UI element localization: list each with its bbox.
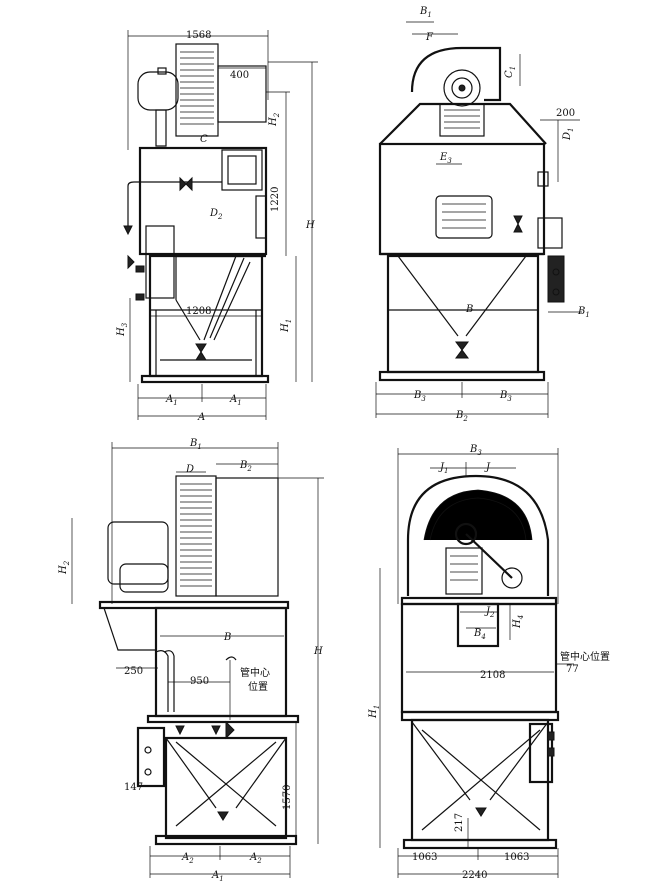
hopper (175, 254, 266, 341)
dim-D-bl: D (185, 464, 194, 475)
dim-1063-right: 1063 (504, 852, 529, 863)
main-body (138, 146, 268, 256)
dim-A1-right: A1 (229, 394, 242, 407)
dim-77: 77 (566, 664, 579, 675)
label-pipe-center-2: 位置 (248, 680, 268, 693)
dim-C1: C1 (504, 66, 517, 78)
dim-950: 950 (190, 676, 209, 687)
dim-A1-left: A1 (165, 394, 178, 407)
dim-E3: E3 (439, 152, 452, 165)
dim-A2-right: A2 (249, 852, 262, 865)
dim-B1-top: B1 (419, 6, 432, 19)
dim-B1-right: B1 (577, 306, 590, 319)
dim-J1: J1 (438, 462, 448, 475)
dim-B2-bl: B2 (239, 460, 252, 473)
dim-B3-left: B3 (413, 390, 426, 403)
fan-scroll (410, 46, 502, 137)
dim-J2: J2 (484, 606, 495, 619)
dim-H: H (305, 220, 315, 231)
body-bl (103, 606, 288, 718)
dim-B4: B4 (473, 628, 486, 641)
support-frame (140, 254, 270, 384)
dim-H2-bl: H2 (58, 560, 71, 575)
label-pipe-center-1: 管中心 (240, 666, 270, 679)
dim-400: 400 (230, 70, 249, 81)
dim-H1: H1 (280, 319, 293, 333)
dim-B-side: B (465, 304, 473, 315)
hopper-frame-br (400, 710, 560, 850)
dim-H4: H4 (512, 615, 525, 629)
hopper-frame-side (378, 252, 565, 382)
dim-250: 250 (124, 666, 143, 677)
dim-147: 147 (124, 782, 143, 793)
dim-B3-br: B3 (469, 444, 482, 457)
dim-A1-bl: A1 (211, 870, 224, 883)
dim-B3-right: B3 (499, 390, 512, 403)
view-top-left: 1568 400 H2 C D2 1220 H (116, 30, 318, 423)
dim-217: 217 (454, 813, 465, 832)
view-top-right: B1 F C1 200 D1 E3 B (375, 6, 590, 423)
dim-A2-left: A2 (181, 852, 194, 865)
hopper-frame-bl (154, 736, 298, 846)
dim-H3: H3 (116, 322, 129, 337)
dim-D2: D2 (209, 208, 223, 221)
dim-J: J (484, 462, 491, 473)
fan-housing (175, 43, 267, 137)
dim-1063-left: 1063 (412, 852, 437, 863)
dim-F: F (425, 32, 434, 43)
dim-1570: 1570 (282, 785, 293, 810)
label-pipe-center-br: 管中心位置 (560, 650, 610, 663)
dim-1220: 1220 (270, 187, 281, 212)
dim-A: A (197, 412, 205, 423)
dim-B-bl: B (223, 632, 231, 643)
dim-1208: 1208 (186, 306, 211, 317)
dim-C: C (200, 134, 208, 145)
dim-D1: D1 (562, 128, 575, 142)
dim-H1-br: H1 (368, 705, 381, 719)
body-side (378, 142, 563, 256)
dim-B2: B2 (455, 410, 468, 423)
dim-2108: 2108 (480, 670, 505, 681)
dim-1568: 1568 (186, 30, 211, 41)
dim-H-bl: H (313, 646, 323, 657)
dim-H2: H2 (268, 112, 281, 127)
fan-scroll-br (406, 474, 550, 596)
view-bottom-left: B1 D B2 H2 H B 250 950 管中心 位置 147 (58, 438, 324, 883)
motor (137, 67, 179, 111)
view-bottom-right: B3 J1 J H1 J2 B4 H4 2108 管中心位置 77 (368, 444, 610, 881)
dim-2240: 2240 (462, 870, 487, 881)
fan-motor-bl (107, 475, 279, 597)
dim-B1-bl: B1 (189, 438, 202, 451)
dim-200: 200 (556, 108, 575, 119)
